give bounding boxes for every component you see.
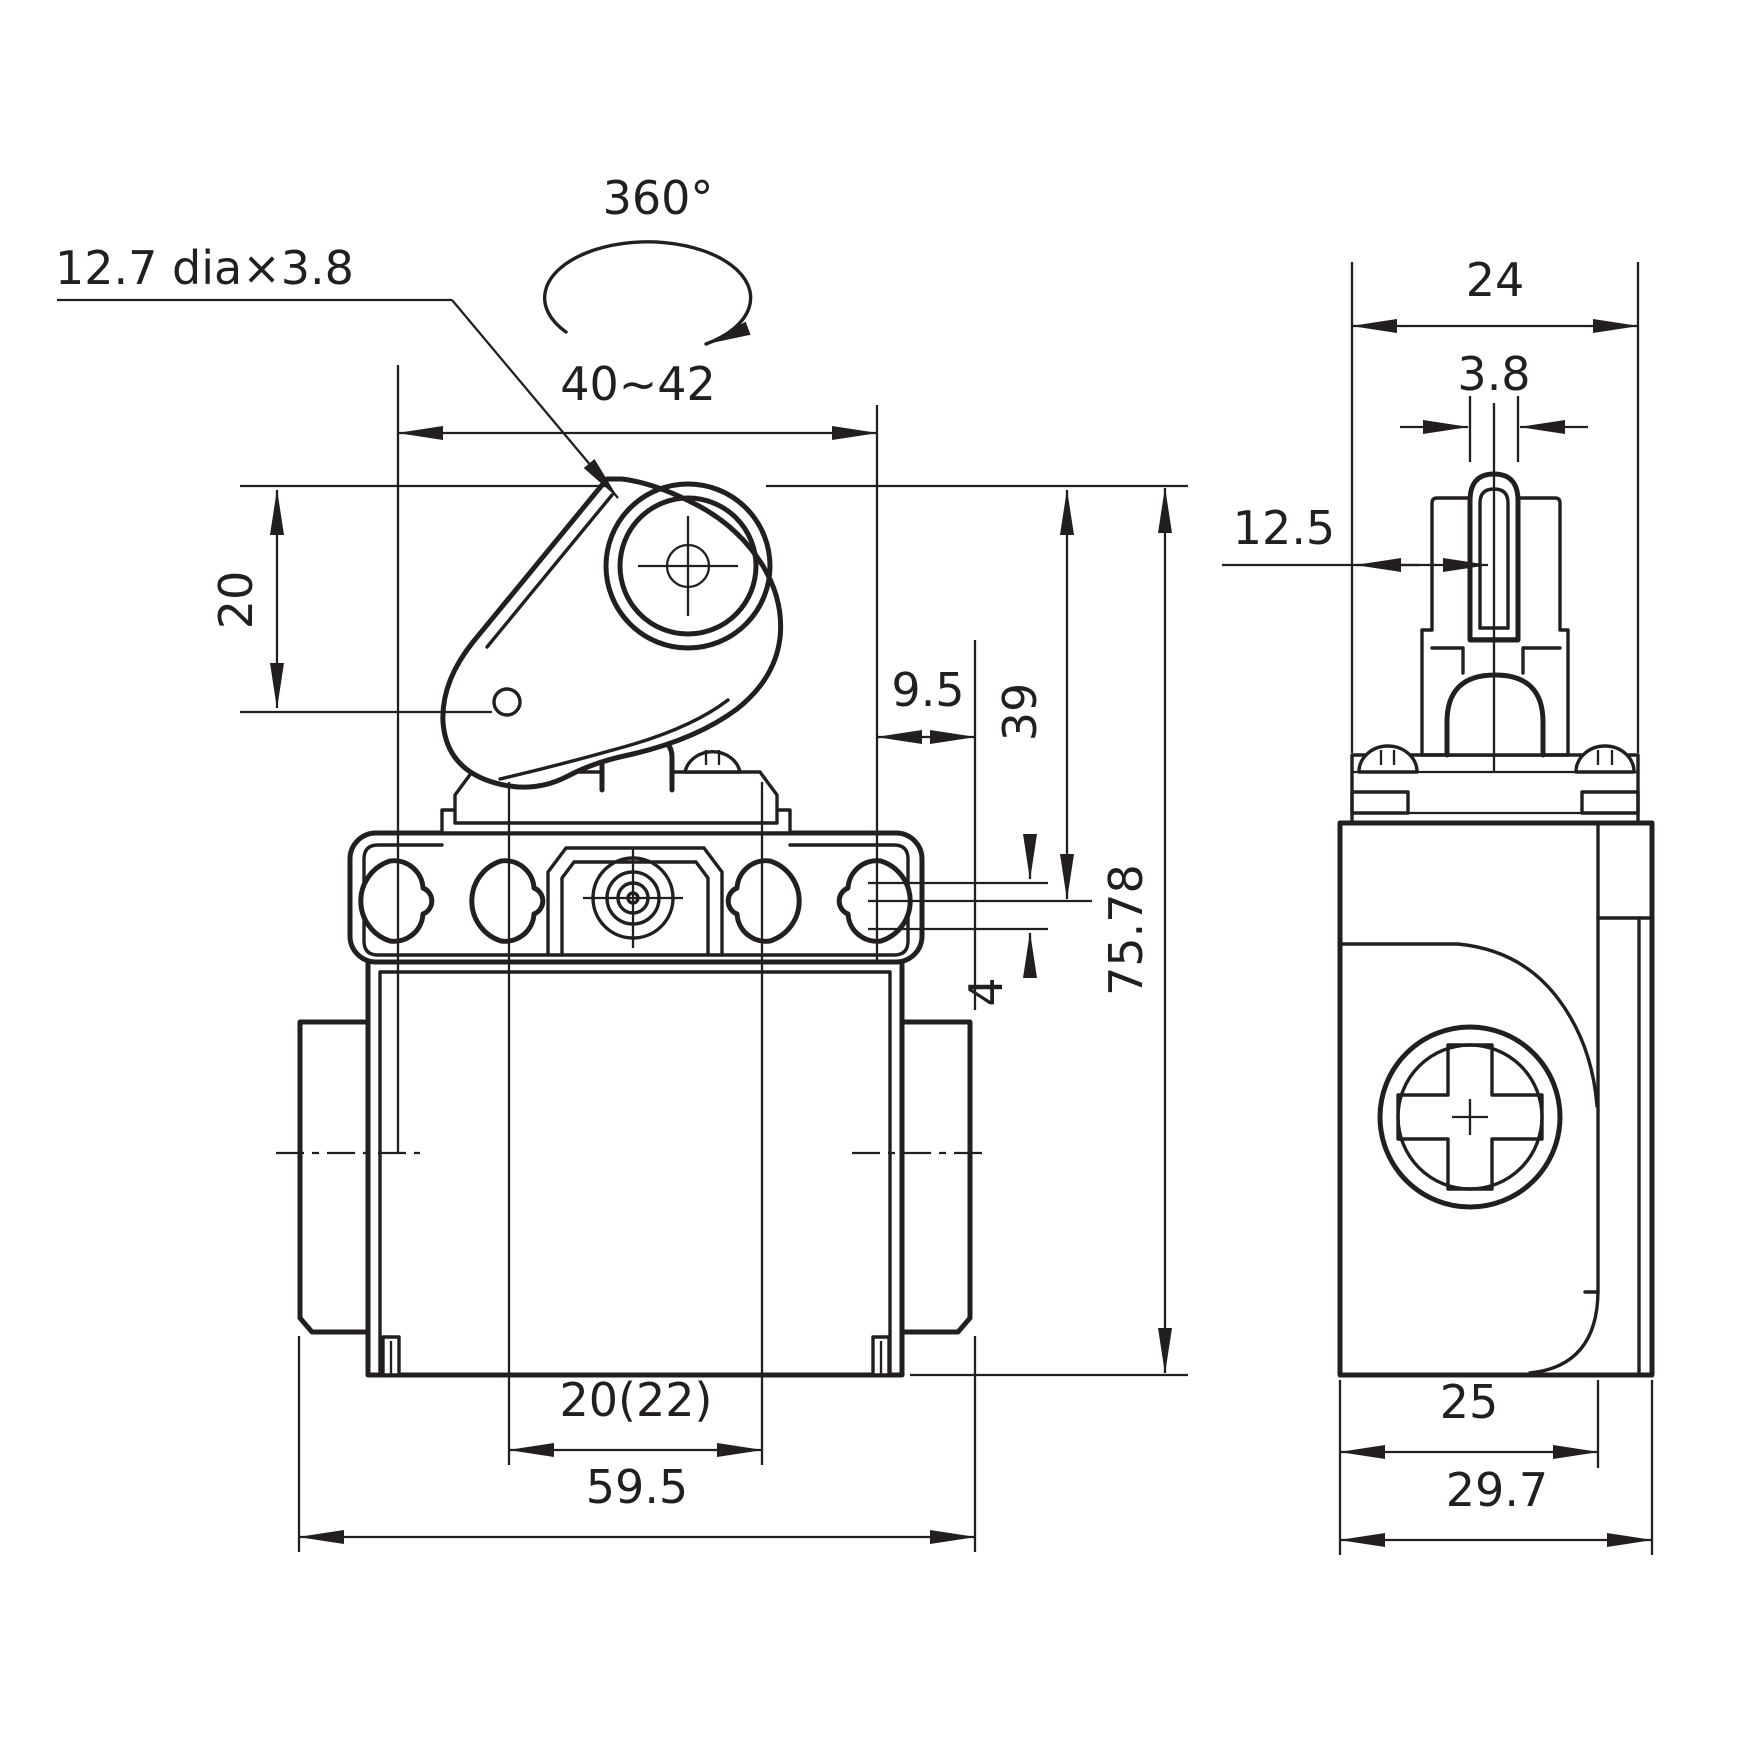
body-outline xyxy=(365,959,905,1378)
conduit-boss xyxy=(1596,821,1654,920)
bottom-feet xyxy=(381,1335,891,1377)
dim-center-offset-label: 12.5 xyxy=(1233,501,1335,555)
head-screw-side-right xyxy=(1574,744,1636,774)
lever-plate xyxy=(440,476,784,790)
lever-edge-inner-line xyxy=(485,493,614,649)
phillips-cross xyxy=(1396,1043,1544,1191)
rotation-label: 360° xyxy=(603,171,714,225)
lever-pivot-hole xyxy=(492,687,522,717)
cover-screw xyxy=(1377,1024,1563,1210)
front-view xyxy=(276,476,990,1378)
front-extension-lines xyxy=(240,365,1188,1552)
head-screw-side-left xyxy=(1357,744,1419,774)
body-inner-lines xyxy=(378,970,892,1377)
dim-cover-width-label: 25 xyxy=(1440,1375,1499,1429)
side-extension-lines xyxy=(1338,262,1654,1555)
dim-base-width: 59.5 xyxy=(298,1460,976,1544)
flange-inner-contour xyxy=(362,843,910,957)
flange-center-staple-inner xyxy=(560,860,710,957)
dim-lever-height: 20 xyxy=(209,489,284,709)
left-boss xyxy=(297,1019,371,1335)
head-notch-left xyxy=(1350,790,1410,815)
center-screw-target xyxy=(583,848,683,948)
dim-head-width-label: 24 xyxy=(1466,253,1525,307)
lever-rolled-edge xyxy=(498,698,730,781)
dim-total-depth: 29.7 xyxy=(1339,1463,1653,1547)
dim-side-offset: 9.5 xyxy=(876,663,976,744)
dim-total-height-label: 75.78 xyxy=(1099,864,1153,996)
dim-slot-height: 4 xyxy=(959,834,1037,1007)
phillips-center-mark xyxy=(1452,1099,1488,1135)
right-boss xyxy=(899,1019,973,1335)
dim-total-height: 75.78 xyxy=(1099,487,1172,1374)
dim-base-width-label: 59.5 xyxy=(586,1460,688,1514)
roller-outer xyxy=(603,481,773,651)
dim-side-offset-label: 9.5 xyxy=(891,663,964,717)
cover-bottom-corner xyxy=(1528,1290,1600,1375)
dim-hole-pitch: 20(22) xyxy=(508,1373,763,1457)
roller-note-leader: 12.7 dia×3.8 xyxy=(55,241,619,499)
dim-lever-height-label: 20 xyxy=(209,571,263,630)
side-view xyxy=(1337,471,1655,1378)
dim-total-depth-label: 29.7 xyxy=(1446,1463,1548,1517)
dimension-annotations: 12.7 dia×3.8 360° 40~42 20 9.5 39 xyxy=(55,171,1654,1555)
roller-inner xyxy=(617,495,759,637)
roller-center-mark xyxy=(638,516,738,616)
dim-blade-width-label: 3.8 xyxy=(1457,347,1530,401)
dim-cover-width: 25 xyxy=(1339,1375,1599,1459)
switch-body-side xyxy=(1337,820,1655,1378)
flange-center-staple-outer xyxy=(546,846,724,957)
dim-lever-span: 40~42 xyxy=(397,357,878,440)
mounting-flange xyxy=(347,830,925,965)
dim-slot-height-label: 4 xyxy=(959,977,1013,1006)
dim-head-width: 24 xyxy=(1351,253,1639,333)
head-screw-right xyxy=(683,750,742,774)
dim-center-offset: 12.5 xyxy=(1222,501,1489,572)
head-notch-right xyxy=(1580,790,1640,815)
rotation-annotation: 360° xyxy=(542,171,753,346)
cover-parting-curve xyxy=(1338,942,1599,1108)
roller-lever xyxy=(440,476,784,790)
dim-head-height-label: 39 xyxy=(993,683,1047,742)
dim-blade-width: 3.8 xyxy=(1400,347,1588,434)
roller-note-label: 12.7 dia×3.8 xyxy=(55,241,354,295)
dim-head-height: 39 xyxy=(993,489,1074,900)
dim-lever-span-label: 40~42 xyxy=(560,357,716,411)
bracket-steps xyxy=(1430,646,1562,675)
switch-body-front xyxy=(276,959,990,1378)
dim-hole-pitch-label: 20(22) xyxy=(560,1373,713,1427)
body-side-outline xyxy=(1337,820,1655,1378)
